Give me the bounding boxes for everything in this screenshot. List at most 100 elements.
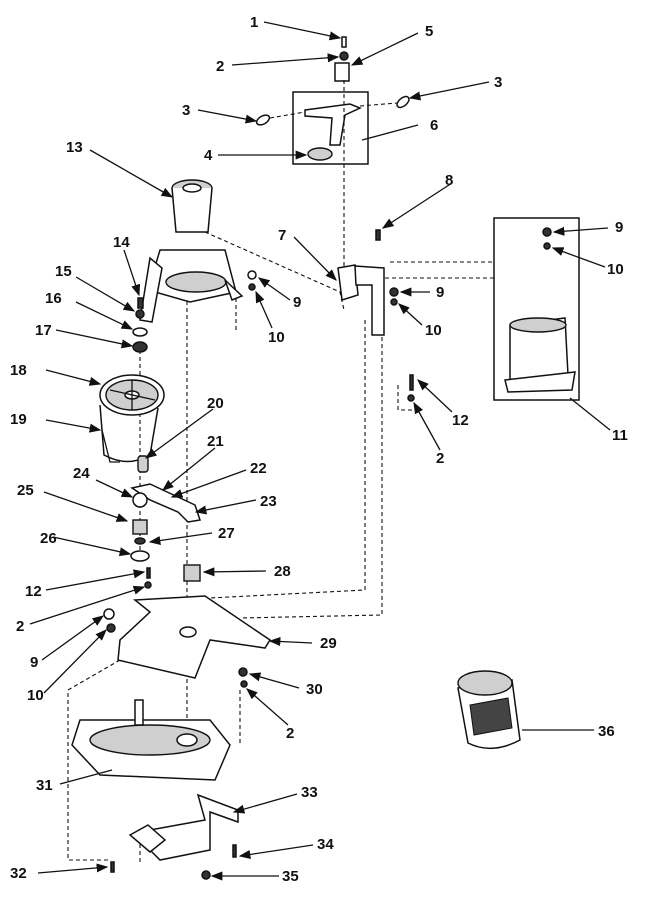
callout-4: 4 [204, 147, 213, 164]
callout-9: 9 [436, 284, 444, 301]
top-bracket-group [255, 36, 410, 165]
part-36-can [457, 670, 521, 749]
part-34-screw [232, 844, 237, 858]
part-29-mounting-plate [117, 595, 272, 679]
callout-36: 36 [598, 723, 615, 740]
callout-17: 17 [35, 322, 52, 339]
callout-33: 33 [301, 784, 318, 801]
callout-10: 10 [268, 329, 285, 346]
right-bracket [354, 265, 385, 336]
callout-32: 32 [10, 865, 27, 882]
part-12-screw-left [146, 567, 151, 579]
part-14-pin [137, 297, 144, 309]
callout-16: 16 [45, 290, 62, 307]
leader-lines [29, 21, 611, 881]
callout-8: 8 [445, 172, 453, 189]
part-8-screw [375, 229, 381, 241]
callout-9: 9 [615, 219, 623, 236]
callout-9: 9 [30, 654, 38, 671]
part-18-pulley [99, 374, 165, 416]
part-9-nut-mid [247, 270, 257, 280]
center-small-parts [103, 455, 201, 633]
part-2-washer-right [407, 394, 415, 402]
callout-2: 2 [436, 450, 444, 467]
part-10-washer-box [543, 242, 551, 250]
callout-23: 23 [260, 493, 277, 510]
callout-21: 21 [207, 433, 224, 450]
callout-3: 3 [494, 74, 502, 91]
callout-29: 29 [320, 635, 337, 652]
part-30-nut [238, 667, 248, 677]
part-3-ring-right [396, 95, 410, 109]
part-17-nut [132, 341, 148, 353]
part-20-bushing [137, 455, 149, 473]
callout-1: 1 [250, 14, 258, 31]
callout-14: 14 [113, 234, 130, 251]
callout-12: 12 [452, 412, 469, 429]
part-4-grommet [307, 147, 333, 161]
left-hardware-stack [132, 297, 148, 353]
part-10-washer-mid [248, 283, 256, 291]
callout-3: 3 [182, 102, 190, 119]
right-side-hardware [238, 229, 415, 688]
callout-25: 25 [17, 482, 34, 499]
callout-11: 11 [612, 427, 628, 444]
part-13-motor-housing [139, 179, 244, 323]
part-11-cover-group [493, 217, 580, 401]
part-28-spring [183, 564, 201, 582]
part-3-ring-left [255, 114, 271, 126]
part-2-washer-left [144, 581, 152, 589]
callout-26: 26 [40, 530, 57, 547]
callout-18: 18 [10, 362, 27, 379]
callout-24: 24 [73, 465, 90, 482]
callout-20: 20 [207, 395, 224, 412]
callout-31: 31 [36, 777, 53, 794]
part-24-ring [132, 492, 148, 508]
part-35-nut [201, 870, 211, 880]
part-27-washer [134, 537, 146, 545]
part-16-washer [132, 327, 148, 337]
part-10-washer-left [106, 623, 116, 633]
callout-15: 15 [55, 263, 72, 280]
callout-5: 5 [425, 23, 433, 40]
part-2-washer-top [339, 51, 349, 61]
belt-hook [101, 429, 120, 463]
callout-10: 10 [27, 687, 44, 704]
part-5-clip [334, 62, 350, 82]
part-6-bracket [304, 103, 362, 146]
part-32-screw [110, 861, 115, 873]
callout-35: 35 [282, 868, 299, 885]
part-33-base-bracket [110, 793, 239, 880]
callout-19: 19 [10, 411, 27, 428]
callout-22: 22 [250, 460, 267, 477]
callout-30: 30 [306, 681, 323, 698]
part-12-screw-right [409, 374, 414, 391]
callout-34: 34 [317, 836, 334, 853]
callout-10: 10 [607, 261, 624, 278]
callout-labels: 1 2 5 3 3 6 4 13 8 7 9 10 9 10 9 10 11 1… [10, 14, 628, 885]
callout-13: 13 [66, 139, 83, 156]
callout-2: 2 [286, 725, 294, 742]
part-25-spring [132, 519, 148, 535]
part-9-nut-box [542, 227, 552, 237]
part-9-nut-left [103, 608, 115, 620]
callout-6: 6 [430, 117, 438, 134]
callout-12: 12 [25, 583, 42, 600]
part-9-nut-right [389, 287, 399, 297]
part-31-gear-case [71, 699, 231, 781]
part-10-washer-right [390, 298, 398, 306]
part-15-washer [135, 309, 145, 319]
part-1-screw [341, 36, 347, 48]
callout-7: 7 [278, 227, 286, 244]
plate-hole [179, 626, 197, 638]
callout-2: 2 [216, 58, 224, 75]
callout-10: 10 [425, 322, 442, 339]
part-2-washer-lower [240, 680, 248, 688]
part-7-clip [337, 264, 359, 301]
callout-9: 9 [293, 294, 301, 311]
part-26-cap [130, 550, 150, 562]
callout-28: 28 [274, 563, 291, 580]
callout-2: 2 [16, 618, 24, 635]
part-22-lever [130, 483, 201, 523]
